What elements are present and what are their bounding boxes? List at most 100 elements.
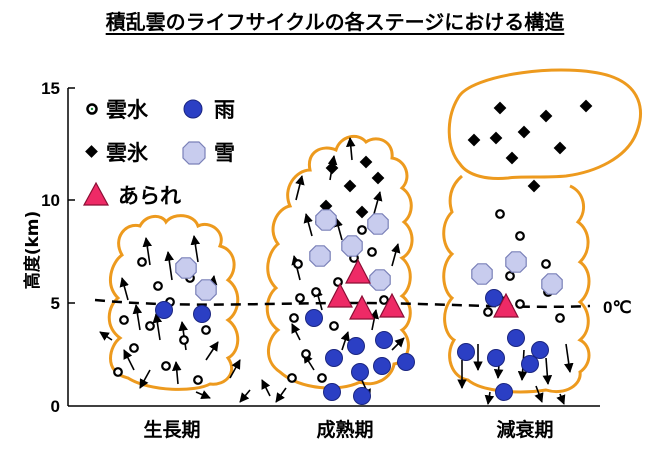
rain-drop [351, 363, 369, 381]
legend-item-rain: 雨 [183, 98, 235, 122]
air-motion-arrow [119, 277, 129, 301]
snow-crystal [341, 235, 363, 257]
cloud-water-droplet [329, 321, 339, 331]
stage-label-mature: 成熟期 [316, 418, 373, 441]
cloud-ice-crystal [553, 141, 567, 155]
cloud-water-droplet [201, 325, 211, 335]
y-tick-label-10: 10 [41, 191, 60, 210]
cloud-water-droplet [137, 257, 147, 267]
air-motion-arrow [333, 217, 343, 241]
legend-label-rain: 雨 [214, 98, 235, 122]
cloud-water-droplet [193, 375, 203, 385]
legend-item-snow: 雪 [182, 141, 235, 165]
cloud-water-droplet [301, 349, 311, 359]
cloud-stage-3-body [442, 174, 591, 394]
air-motion-arrow [261, 379, 271, 397]
cloud-ice-crystal [319, 199, 333, 213]
snow-icon [182, 141, 206, 165]
cloud-stage-3-anvil [447, 68, 642, 180]
snow-crystal [471, 263, 493, 285]
air-motion-arrow [142, 237, 153, 266]
stage-label-dissipating: 減衰期 [496, 418, 553, 441]
diagram-title: 積乱雲のライフサイクルの各ステージにおける構造 [105, 10, 565, 34]
cloud-stage-1 [107, 214, 240, 391]
snow-crystal [505, 251, 527, 273]
cloud-water-droplet [505, 271, 515, 281]
snow-crystal [309, 245, 331, 267]
snow-crystal [369, 269, 391, 291]
air-motion-arrow [295, 175, 305, 201]
hail-pellet [349, 294, 375, 320]
air-motion-arrow [534, 385, 544, 403]
cloud-water-droplet [317, 373, 327, 383]
cloud-water-droplet [295, 293, 305, 303]
freezing-level-label: 0℃ [603, 298, 632, 317]
particles [113, 99, 593, 405]
cloud-ice-crystal [467, 133, 481, 147]
rain-drop [373, 357, 391, 375]
air-motion-arrow [303, 213, 313, 237]
air-motion-arrow [391, 243, 401, 267]
rain-drop [457, 343, 475, 361]
snow-crystal [367, 213, 389, 235]
cloud-water-droplet [379, 295, 389, 305]
cloud-ice-crystal [359, 155, 373, 169]
cloud-stage-2 [265, 134, 414, 390]
rain-drop [305, 309, 323, 327]
cloud-ice-crystal [517, 125, 531, 139]
rain-drop [495, 383, 513, 401]
air-motion-arrow [291, 323, 301, 341]
rain-drop [155, 301, 173, 319]
cloud-water-droplet [287, 373, 297, 383]
cloud-water-droplet [129, 343, 139, 353]
rain-drop [507, 329, 525, 347]
cloud-water-droplet [311, 287, 321, 297]
air-motion-arrow [195, 390, 211, 400]
cloud-ice-crystal [343, 179, 357, 193]
rain-drop [397, 353, 415, 371]
hail-pellet [379, 292, 405, 318]
cloud-ice-crystal [371, 171, 385, 185]
air-motion-arrow [239, 389, 251, 403]
air-motion-arrow [152, 313, 163, 341]
cloud-water-droplet [367, 247, 377, 257]
air-motion-arrow [484, 391, 495, 405]
air-motion-arrow [369, 309, 380, 331]
air-motion-arrow [132, 304, 143, 331]
legend-label-cloud-ice: 雲氷 [106, 141, 149, 165]
cloud-water-droplet [113, 367, 123, 377]
rain-drop [485, 289, 503, 307]
cloud-water-droplet [515, 299, 525, 309]
air-motion-arrow [275, 387, 287, 403]
y-axis-label: 高度(km) [22, 211, 43, 290]
cloud-water-droplet [515, 231, 525, 241]
cloud-water-droplet [541, 259, 551, 269]
snow-crystal [175, 257, 197, 279]
air-motion-arrow [139, 369, 151, 389]
y-tick-label-5: 5 [51, 294, 60, 313]
rain-drop [353, 387, 371, 405]
y-tick-label-15: 15 [41, 79, 60, 98]
snow-crystal [315, 209, 337, 231]
cloud-ice-crystal [527, 179, 541, 193]
cloud-water-droplet [293, 259, 303, 269]
cloud-ice-crystal [505, 151, 519, 165]
cloud-water-droplet [161, 361, 171, 371]
air-motion-arrow [190, 235, 201, 263]
cloud-ice-crystal [355, 205, 369, 219]
air-motion-arrow [346, 137, 356, 161]
air-motion-arrow [373, 191, 383, 215]
legend-label-snow: 雪 [214, 141, 235, 165]
cloud-water-droplet [289, 313, 299, 323]
air-motion-arrow [564, 343, 574, 373]
hail-icon [82, 181, 110, 206]
rain-drop [531, 341, 549, 359]
cloud-ice-crystal [539, 109, 553, 123]
cloud-ice-crystal [489, 131, 503, 145]
cloud-water-droplet [145, 321, 155, 331]
rain-drop [487, 349, 505, 367]
air-motion-arrow [99, 331, 113, 341]
snow-crystal [195, 279, 217, 301]
legend-item-cloud-ice: 雲氷 [85, 141, 149, 165]
